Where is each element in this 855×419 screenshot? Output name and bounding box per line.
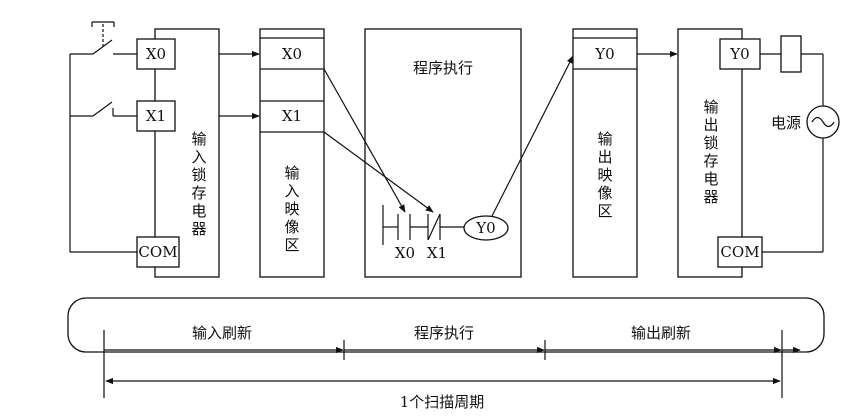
input-terminal-x1-label: X1: [146, 107, 166, 125]
phase-label-input-refresh: 输入刷新: [192, 324, 252, 342]
input-image-block: [259, 28, 325, 278]
output-latch-label: 输出锁存电器: [703, 98, 718, 206]
input-image-label: 输入映像区: [284, 164, 299, 254]
output-wiring: [760, 35, 840, 253]
input-latch-label: 输入锁存电器: [191, 130, 206, 238]
input-latch-block: [154, 28, 220, 278]
arrow-x1-to-contact: [323, 131, 434, 213]
ladder-coil-label: Y0: [475, 219, 495, 237]
program-title: 程序执行: [413, 59, 473, 77]
output-image-y0-label: Y0: [594, 45, 614, 63]
scan-cycle-label: 1个扫描周期: [400, 393, 485, 411]
output-com-label: COM: [720, 243, 759, 261]
phase-label-output-refresh: 输出刷新: [631, 324, 691, 342]
output-latch-block: [677, 28, 743, 278]
power-label: 电源: [771, 114, 801, 132]
coil-y0: [463, 215, 509, 241]
output-image-label: 输出映像区: [597, 130, 612, 220]
arrow-coil-to-output: [491, 55, 574, 217]
output-terminal-y0: [719, 38, 761, 70]
output-image-block: [572, 28, 638, 278]
input-terminal-x0-label: X0: [146, 45, 166, 63]
input-com-label: COM: [138, 243, 177, 261]
input-image-x1-label: X1: [282, 107, 302, 125]
input-com-terminal: [136, 236, 180, 268]
ladder-contact-x1-label: X1: [427, 244, 447, 262]
switch-icon: [92, 101, 114, 117]
scan-cycle-frame: [67, 297, 825, 353]
input-wiring: [69, 53, 137, 253]
output-com-terminal: [717, 236, 763, 268]
pushbutton-switch-icon: [91, 21, 115, 55]
input-terminal-x0: [136, 38, 176, 70]
phase-label-program: 程序执行: [414, 324, 474, 342]
load-relay-icon: [780, 35, 802, 73]
output-terminal-y0-label: Y0: [729, 45, 749, 63]
input-terminal-x1: [136, 100, 176, 132]
ladder-rung: [382, 205, 509, 245]
arrow-x0-to-contact: [323, 68, 406, 213]
ladder-contact-x0-label: X0: [395, 244, 415, 262]
input-image-x0-label: X0: [282, 45, 302, 63]
